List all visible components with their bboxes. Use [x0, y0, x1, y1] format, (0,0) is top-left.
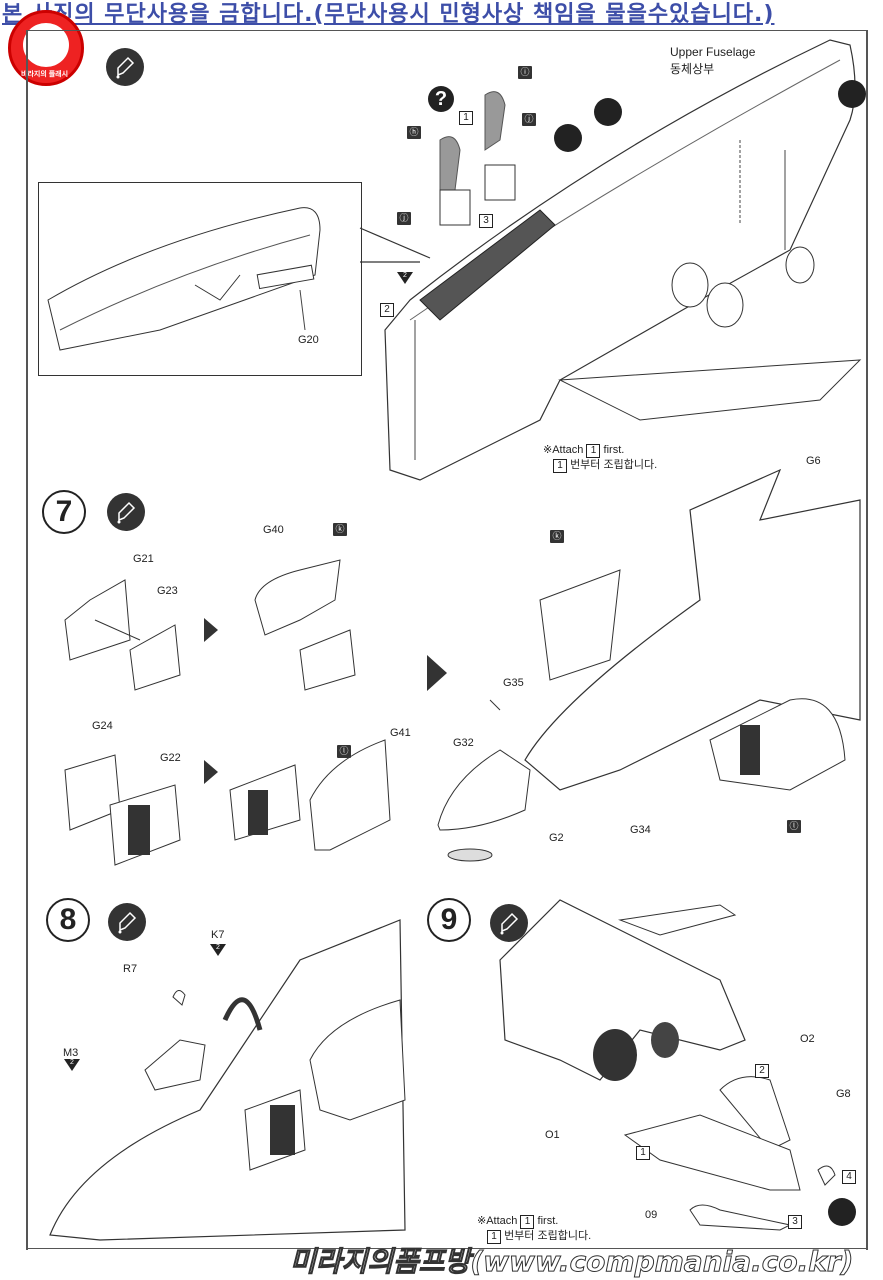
pilot-box-number: 1 — [459, 111, 473, 125]
part-label-r7: R7 — [123, 963, 138, 975]
part-label-g24: G24 — [92, 720, 113, 732]
paint-code-j: ⓙ — [522, 113, 536, 126]
part-label-k7: K7 — [211, 929, 225, 941]
step7-big-arrow — [427, 655, 447, 691]
watermark-footer: 미라지의폼프방(www.compmania.co.kr) — [290, 1245, 854, 1279]
tri-number-k7: 2 — [210, 944, 226, 956]
paint-code-l: ⓛ — [337, 745, 351, 758]
question-icon: ? — [428, 86, 454, 112]
sanding-tool-icon — [554, 124, 582, 152]
step7-arrow-2 — [204, 760, 218, 784]
paint-code-i: ⓘ — [518, 66, 532, 79]
part-label-g41: G41 — [390, 727, 411, 739]
upper-fuselage-label: Upper Fuselage — [670, 45, 756, 59]
paint-code-k: ⓚ — [333, 523, 347, 536]
part-label-m3: M3 — [63, 1047, 79, 1059]
bottom-frame-line — [26, 1248, 868, 1249]
step7-arrow-1 — [204, 618, 218, 642]
attach-first-note: ※Attach 1 first. — [543, 444, 625, 458]
cement-glue-icon-8 — [108, 903, 146, 941]
upper-fuselage-label-ko: 동체상부 — [670, 62, 715, 76]
09-box-number: 3 — [788, 1215, 802, 1229]
part-label-g6: G6 — [806, 455, 821, 467]
part-label-g34: G34 — [630, 824, 651, 836]
seat-box-number: 3 — [479, 214, 493, 228]
cement-glue-icon-9 — [490, 904, 528, 942]
part-label-g35: G35 — [503, 677, 524, 689]
o2-box-number: 2 — [755, 1064, 769, 1078]
cement-glue-icon — [106, 48, 144, 86]
g8-box-number: 4 — [842, 1170, 856, 1184]
step-number-8: 8 — [46, 898, 90, 942]
step-number-9: 9 — [427, 898, 471, 942]
part-label-g21: G21 — [133, 553, 154, 565]
left-frame-line — [26, 30, 28, 1250]
paint-code-l-2: ⓛ — [787, 820, 801, 833]
attach-first-note-9-ko: 1 번부터 조립합니다. — [487, 1229, 591, 1244]
part-label-g2: G2 — [549, 832, 564, 844]
part-label-g20: G20 — [298, 334, 319, 346]
part-label-g40: G40 — [263, 524, 284, 536]
top-frame-line — [26, 30, 868, 31]
knife-cut-icon-9 — [828, 1198, 856, 1226]
watermark-banner: 본 사진의 무단사용을 금합니다.(무단사용시 민형사상 책임을 물을수있습니다… — [2, 2, 775, 27]
tri-number-2: 2 — [397, 272, 413, 284]
step-number-7: 7 — [42, 490, 86, 534]
part-label-g23: G23 — [157, 585, 178, 597]
part-label-o1: O1 — [545, 1129, 560, 1141]
part-label-g8: G8 — [836, 1088, 851, 1100]
canopy-frame-box-number: 2 — [380, 303, 394, 317]
knife-cut-icon-2 — [838, 80, 866, 108]
part-label-09: 09 — [645, 1209, 658, 1221]
part-label-g22: G22 — [160, 752, 181, 764]
tri-number-m3: 2 — [64, 1059, 80, 1071]
paint-code-j-2: ⓙ — [397, 212, 411, 225]
cement-glue-icon-7 — [107, 493, 145, 531]
o1-box-number: 1 — [636, 1146, 650, 1160]
attach-first-note-ko: 1 번부터 조립합니다. — [553, 458, 657, 473]
right-frame-line — [866, 30, 868, 1250]
knife-cut-icon — [594, 98, 622, 126]
paint-code-h: ⓗ — [407, 126, 421, 139]
attach-first-note-9: ※Attach 1 first. — [477, 1215, 559, 1229]
part-label-o2: O2 — [800, 1033, 815, 1045]
paint-code-k-2: ⓚ — [550, 530, 564, 543]
logo-text: 비라지의 플래시 — [21, 71, 69, 78]
part-label-g32: G32 — [453, 737, 474, 749]
